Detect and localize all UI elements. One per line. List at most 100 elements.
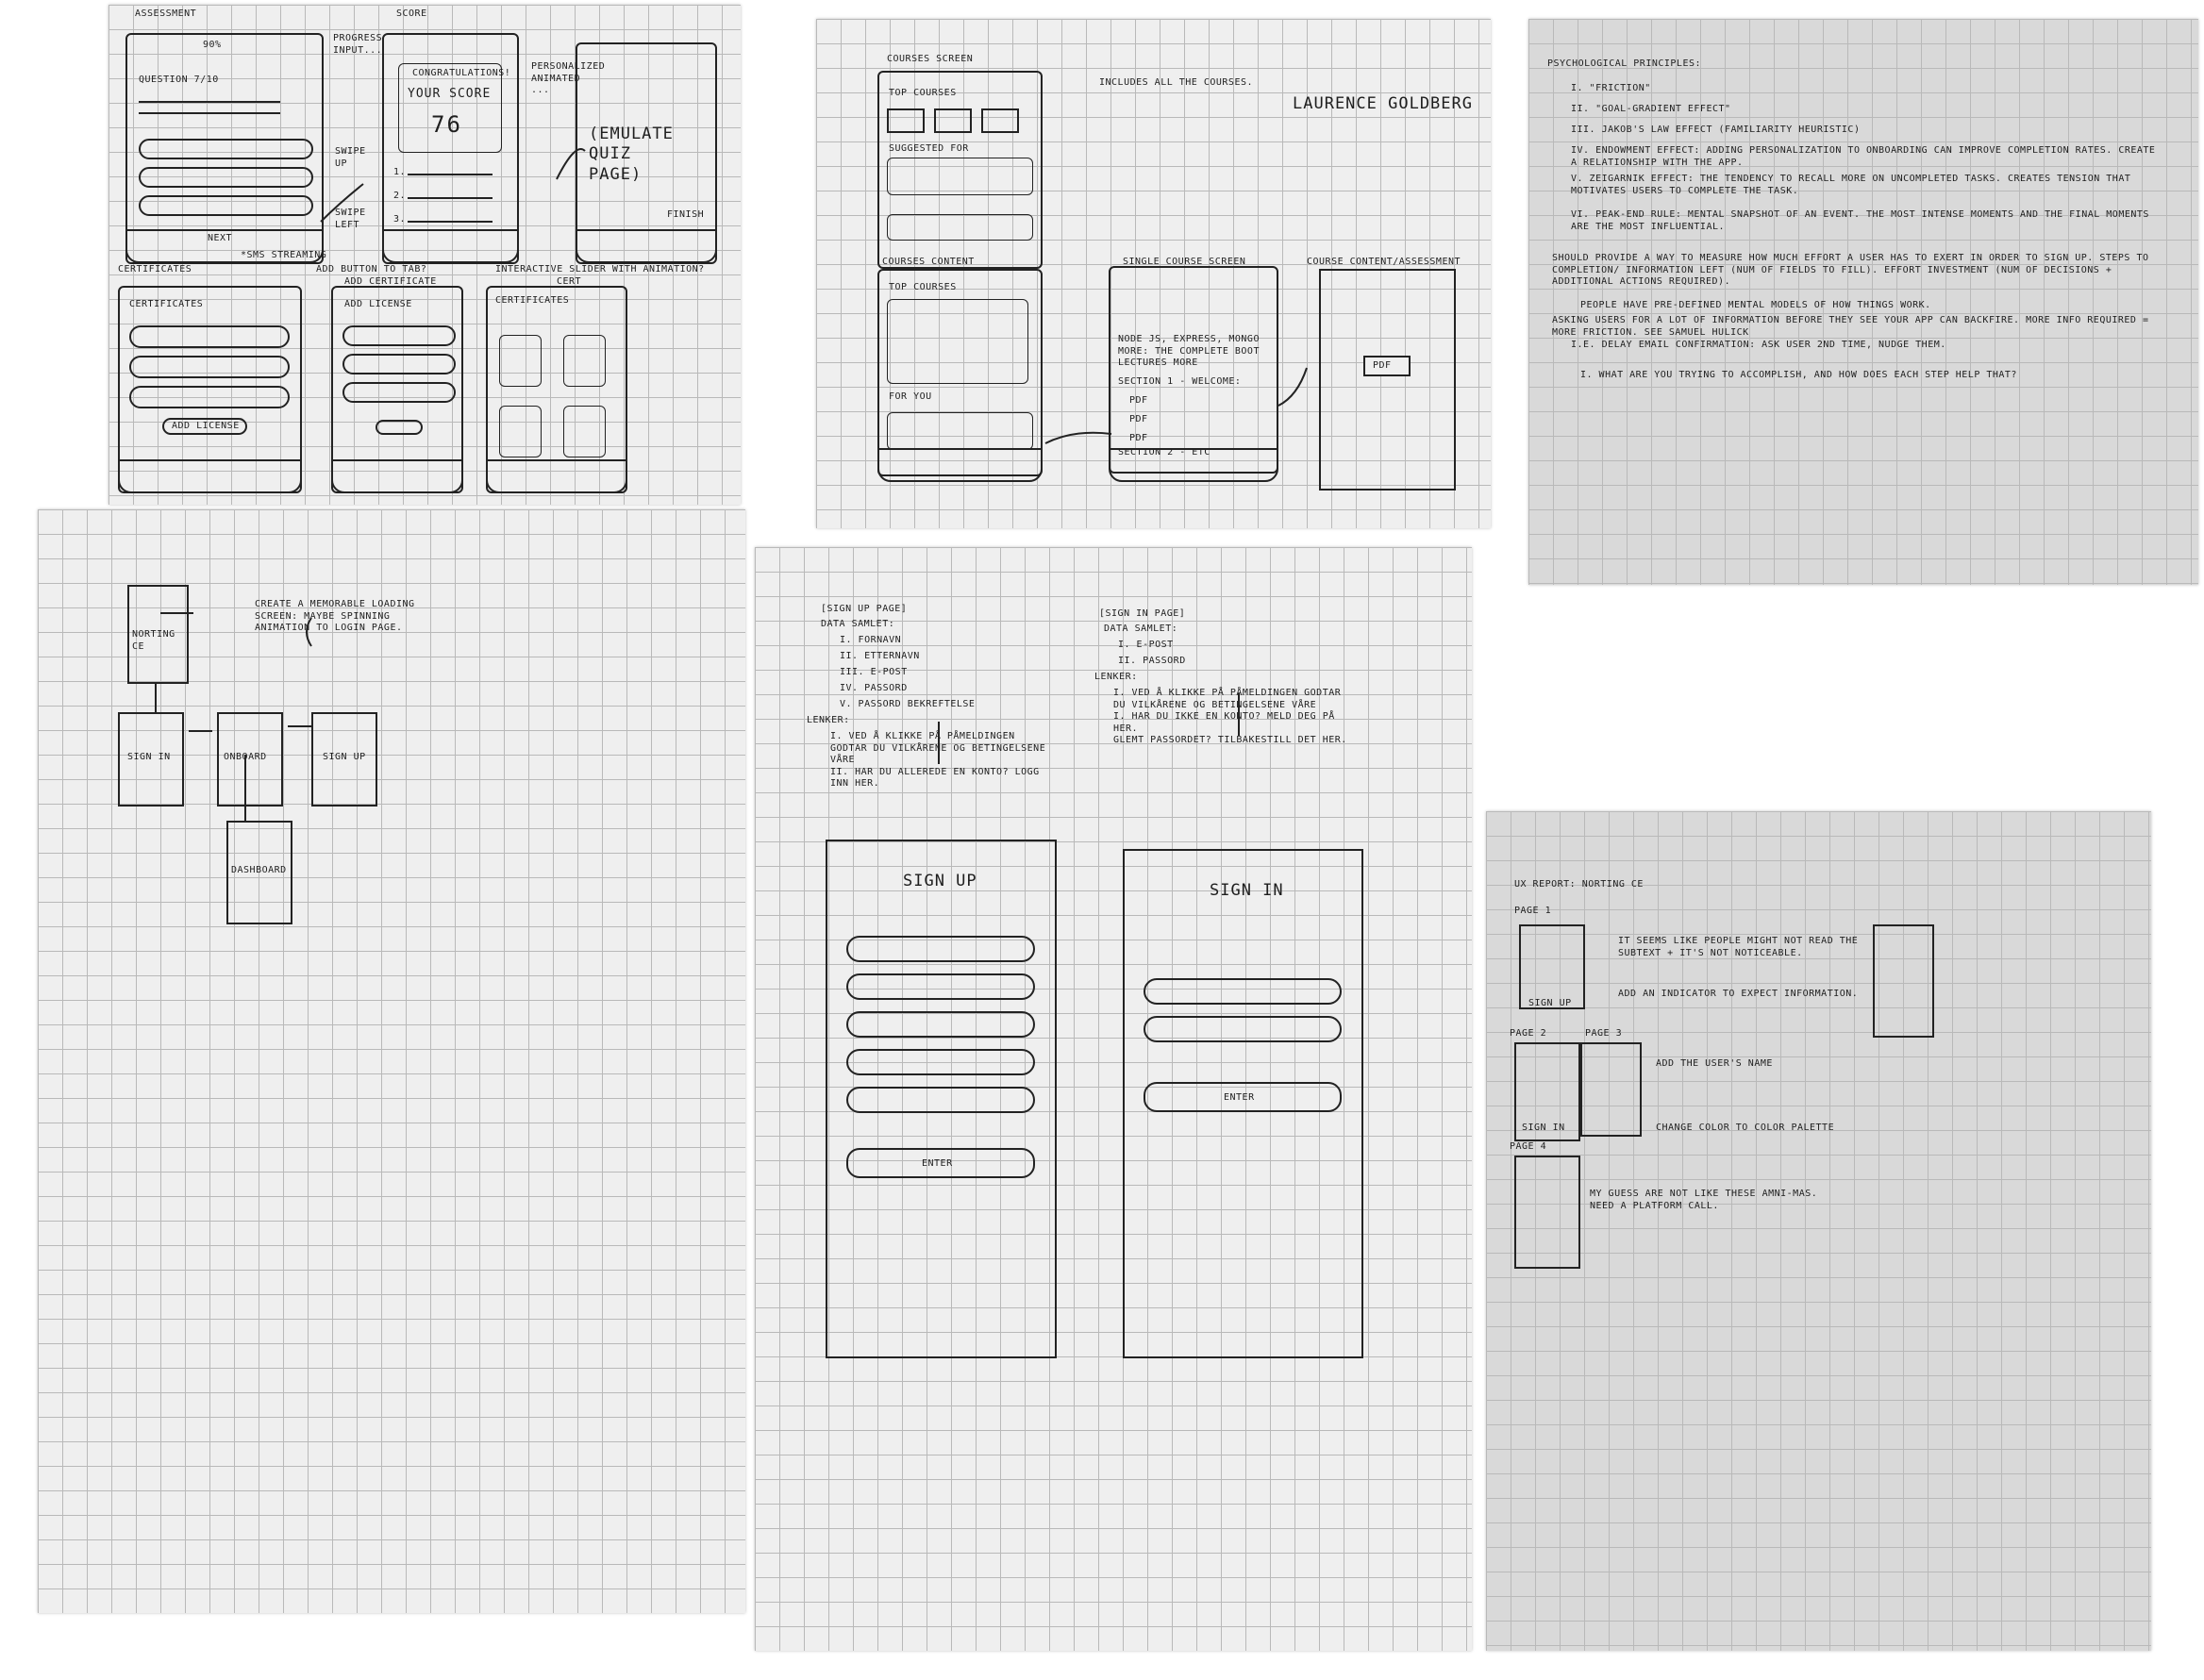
progress-text: 90% — [203, 40, 222, 50]
add-button-note: ADD BUTTON TO TAB? — [316, 264, 427, 274]
principle-5: V. ZEIGARNIK EFFECT: THE TENDENCY TO REC… — [1571, 174, 2131, 196]
course-content-label: COURSE CONTENT/ASSESSMENT — [1307, 257, 1461, 267]
page-2-label: PAGE 2 — [1510, 1028, 1547, 1039]
page-3-note-2: CHANGE COLOR TO COLOR PALETTE — [1656, 1123, 1835, 1133]
finish-phone-sketch: (EMULATE QUIZ PAGE) FINISH — [576, 42, 717, 264]
signup-field-3: III. E-POST — [840, 667, 908, 677]
signin-links: I. VED Å KLIKKE PÅ PÅMELDINGEN GODTAR DU… — [1113, 688, 1347, 745]
splash-label: NORTING CE — [132, 629, 175, 652]
interactive-slider-note: INTERACTIVE SLIDER WITH ANIMATION? — [495, 264, 705, 274]
certificates-grid-heading: CERTIFICATES — [495, 295, 570, 306]
sign-in-label: SIGN IN — [127, 752, 171, 762]
signup-heading: SIGN UP — [903, 872, 977, 890]
courses-content-label: COURSES CONTENT — [882, 257, 975, 267]
sms-streaming-note: *SMS STREAMING — [241, 250, 327, 260]
your-score-text: YOUR SCORE — [408, 87, 492, 101]
page-1-label: PAGE 1 — [1514, 906, 1552, 916]
add-certificate-note: ADD CERTIFICATE — [344, 276, 437, 287]
page-2-phone — [1514, 1042, 1580, 1141]
signin-page-title: [SIGN IN PAGE] — [1099, 608, 1186, 619]
dashboard-box: DASHBOARD — [226, 821, 292, 924]
certificates-heading: CERTIFICATES — [129, 299, 204, 309]
sign-up-mini-label: SIGN UP — [1528, 998, 1572, 1008]
top-courses-label-2: TOP COURSES — [889, 282, 957, 292]
principle-6: VI. PEAK-END RULE: MENTAL SNAPSHOT OF AN… — [1571, 209, 2149, 232]
onboard-box: ONBOARD — [217, 712, 283, 807]
courses-content-phone-sketch: TOP COURSES FOR YOU — [877, 269, 1043, 476]
signup-field-2: II. ETTERNAVN — [840, 651, 920, 661]
section-2-label: SECTION 2 - ETC — [1118, 447, 1211, 457]
signin-phone-sketch: SIGN IN ENTER — [1123, 849, 1363, 1358]
signup-lenker-label: LENKER: — [807, 715, 850, 725]
sketch-sheet-quiz: ASSESSMENT 90% QUESTION 7/10 NEXT SWIPE … — [109, 5, 741, 505]
personalized-note: PERSONALIZED ANIMATED ... — [531, 61, 606, 95]
signup-field-4: IV. PASSORD — [840, 683, 908, 693]
page-4-label: PAGE 4 — [1510, 1141, 1547, 1152]
signup-page-title: [SIGN UP PAGE] — [821, 604, 908, 614]
pdf-viewer-sketch: PDF — [1319, 269, 1456, 491]
signin-field-1: I. E-POST — [1118, 640, 1174, 650]
sign-up-label: SIGN UP — [323, 752, 366, 762]
page-1-note-2: ADD AN INDICATOR TO EXPECT INFORMATION. — [1618, 989, 1859, 999]
bullet-delay-email: I.E. DELAY EMAIL CONFIRMATION: ASK USER … — [1571, 340, 1946, 350]
principles-title: PSYCHOLOGICAL PRINCIPLES: — [1547, 58, 1702, 69]
emulate-quiz-note: (EMULATE QUIZ PAGE) — [589, 125, 674, 184]
dashboard-label: DASHBOARD — [231, 865, 287, 875]
finish-label: FINISH — [667, 209, 705, 220]
mental-models-note: PEOPLE HAVE PRE-DEFINED MENTAL MODELS OF… — [1580, 300, 1931, 310]
ux-report-title: UX REPORT: NORTING CE — [1514, 879, 1644, 890]
signup-phone-sketch: SIGN UP ENTER — [826, 840, 1057, 1358]
swipe-up-note: SWIPE UP — [335, 146, 366, 169]
page-3-phone — [1580, 1042, 1642, 1137]
principle-4: IV. ENDOWMENT EFFECT: ADDING PERSONALIZA… — [1571, 145, 2156, 168]
signup-enter-button[interactable]: ENTER — [922, 1158, 953, 1169]
pdf-big-label: PDF — [1373, 360, 1392, 371]
bullet-effort: SHOULD PROVIDE A WAY TO MEASURE HOW MUCH… — [1552, 253, 2149, 287]
assessment-label: ASSESSMENT — [135, 8, 197, 19]
splash-screen-sketch: NORTING CE — [127, 585, 189, 684]
cert-note: CERT — [557, 276, 582, 287]
principle-2: II. "GOAL-GRADIENT EFFECT" — [1571, 104, 1731, 114]
principle-3: III. JAKOB'S LAW EFFECT (FAMILIARITY HEU… — [1571, 125, 1861, 135]
score-label: SCORE — [396, 8, 427, 19]
suggested-for-label: SUGGESTED FOR — [889, 143, 969, 154]
sign-up-box: SIGN UP — [311, 712, 377, 807]
signin-data-label: DATA SAMLET: — [1104, 624, 1178, 634]
score-value: 76 — [431, 111, 462, 138]
answer-2: 2. — [393, 191, 407, 201]
question-label: QUESTION 7/10 — [139, 75, 219, 85]
single-course-phone-sketch: NODE JS, EXPRESS, MONGO MORE: THE COMPLE… — [1109, 266, 1278, 474]
congrats-text: CONGRATULATIONS! — [412, 68, 511, 78]
principle-1: I. "FRICTION" — [1571, 83, 1651, 93]
quiz-phone-sketch: 90% QUESTION 7/10 NEXT — [125, 33, 324, 264]
add-license-button[interactable]: ADD LICENSE — [172, 421, 240, 431]
sketch-sheet-principles: PSYCHOLOGICAL PRINCIPLES: I. "FRICTION" … — [1528, 19, 2198, 585]
author-name: LAURENCE GOLDBERG — [1293, 94, 1473, 113]
progress-note: PROGRESS INPUT... — [333, 33, 383, 56]
courses-phone-sketch: TOP COURSES SUGGESTED FOR — [877, 71, 1043, 269]
includes-note: INCLUDES ALL THE COURSES. — [1099, 77, 1254, 88]
page-4-phone — [1514, 1156, 1580, 1269]
signin-heading: SIGN IN — [1210, 881, 1284, 900]
sketch-sheet-ux-report: UX REPORT: NORTING CE PAGE 1 IT SEEMS LI… — [1486, 811, 2151, 1651]
pdf-3-label: PDF — [1129, 433, 1148, 443]
mockup-photo-phone — [1873, 924, 1934, 1038]
signup-field-5: V. PASSORD BEKREFTELSE — [840, 699, 976, 709]
page-3-label: PAGE 3 — [1585, 1028, 1623, 1039]
pdf-1-label: PDF — [1129, 395, 1148, 406]
signup-field-1: I. FORNAVN — [840, 635, 902, 645]
courses-screen-label: COURSES SCREEN — [887, 54, 974, 64]
section-1-label: SECTION 1 - WELCOME: — [1118, 376, 1242, 387]
question-note: I. WHAT ARE YOU TRYING TO ACCOMPLISH, AN… — [1580, 370, 2017, 380]
signin-enter-button[interactable]: ENTER — [1224, 1092, 1255, 1103]
next-label: NEXT — [208, 233, 233, 243]
for-you-label: FOR YOU — [889, 391, 932, 402]
answer-1: 1. — [393, 167, 407, 177]
page-1-note-1: IT SEEMS LIKE PEOPLE MIGHT NOT READ THE … — [1618, 936, 1859, 958]
sketch-sheet-flow: NORTING CE CREATE A MEMORABLE LOADING SC… — [38, 509, 745, 1613]
certificates-label: CERTIFICATES — [118, 264, 192, 274]
splash-note: CREATE A MEMORABLE LOADING SCREEN: MAYBE… — [255, 599, 415, 633]
page-1-phone — [1519, 924, 1585, 1009]
top-courses-label: TOP COURSES — [889, 88, 957, 98]
answer-3: 3. — [393, 214, 407, 225]
